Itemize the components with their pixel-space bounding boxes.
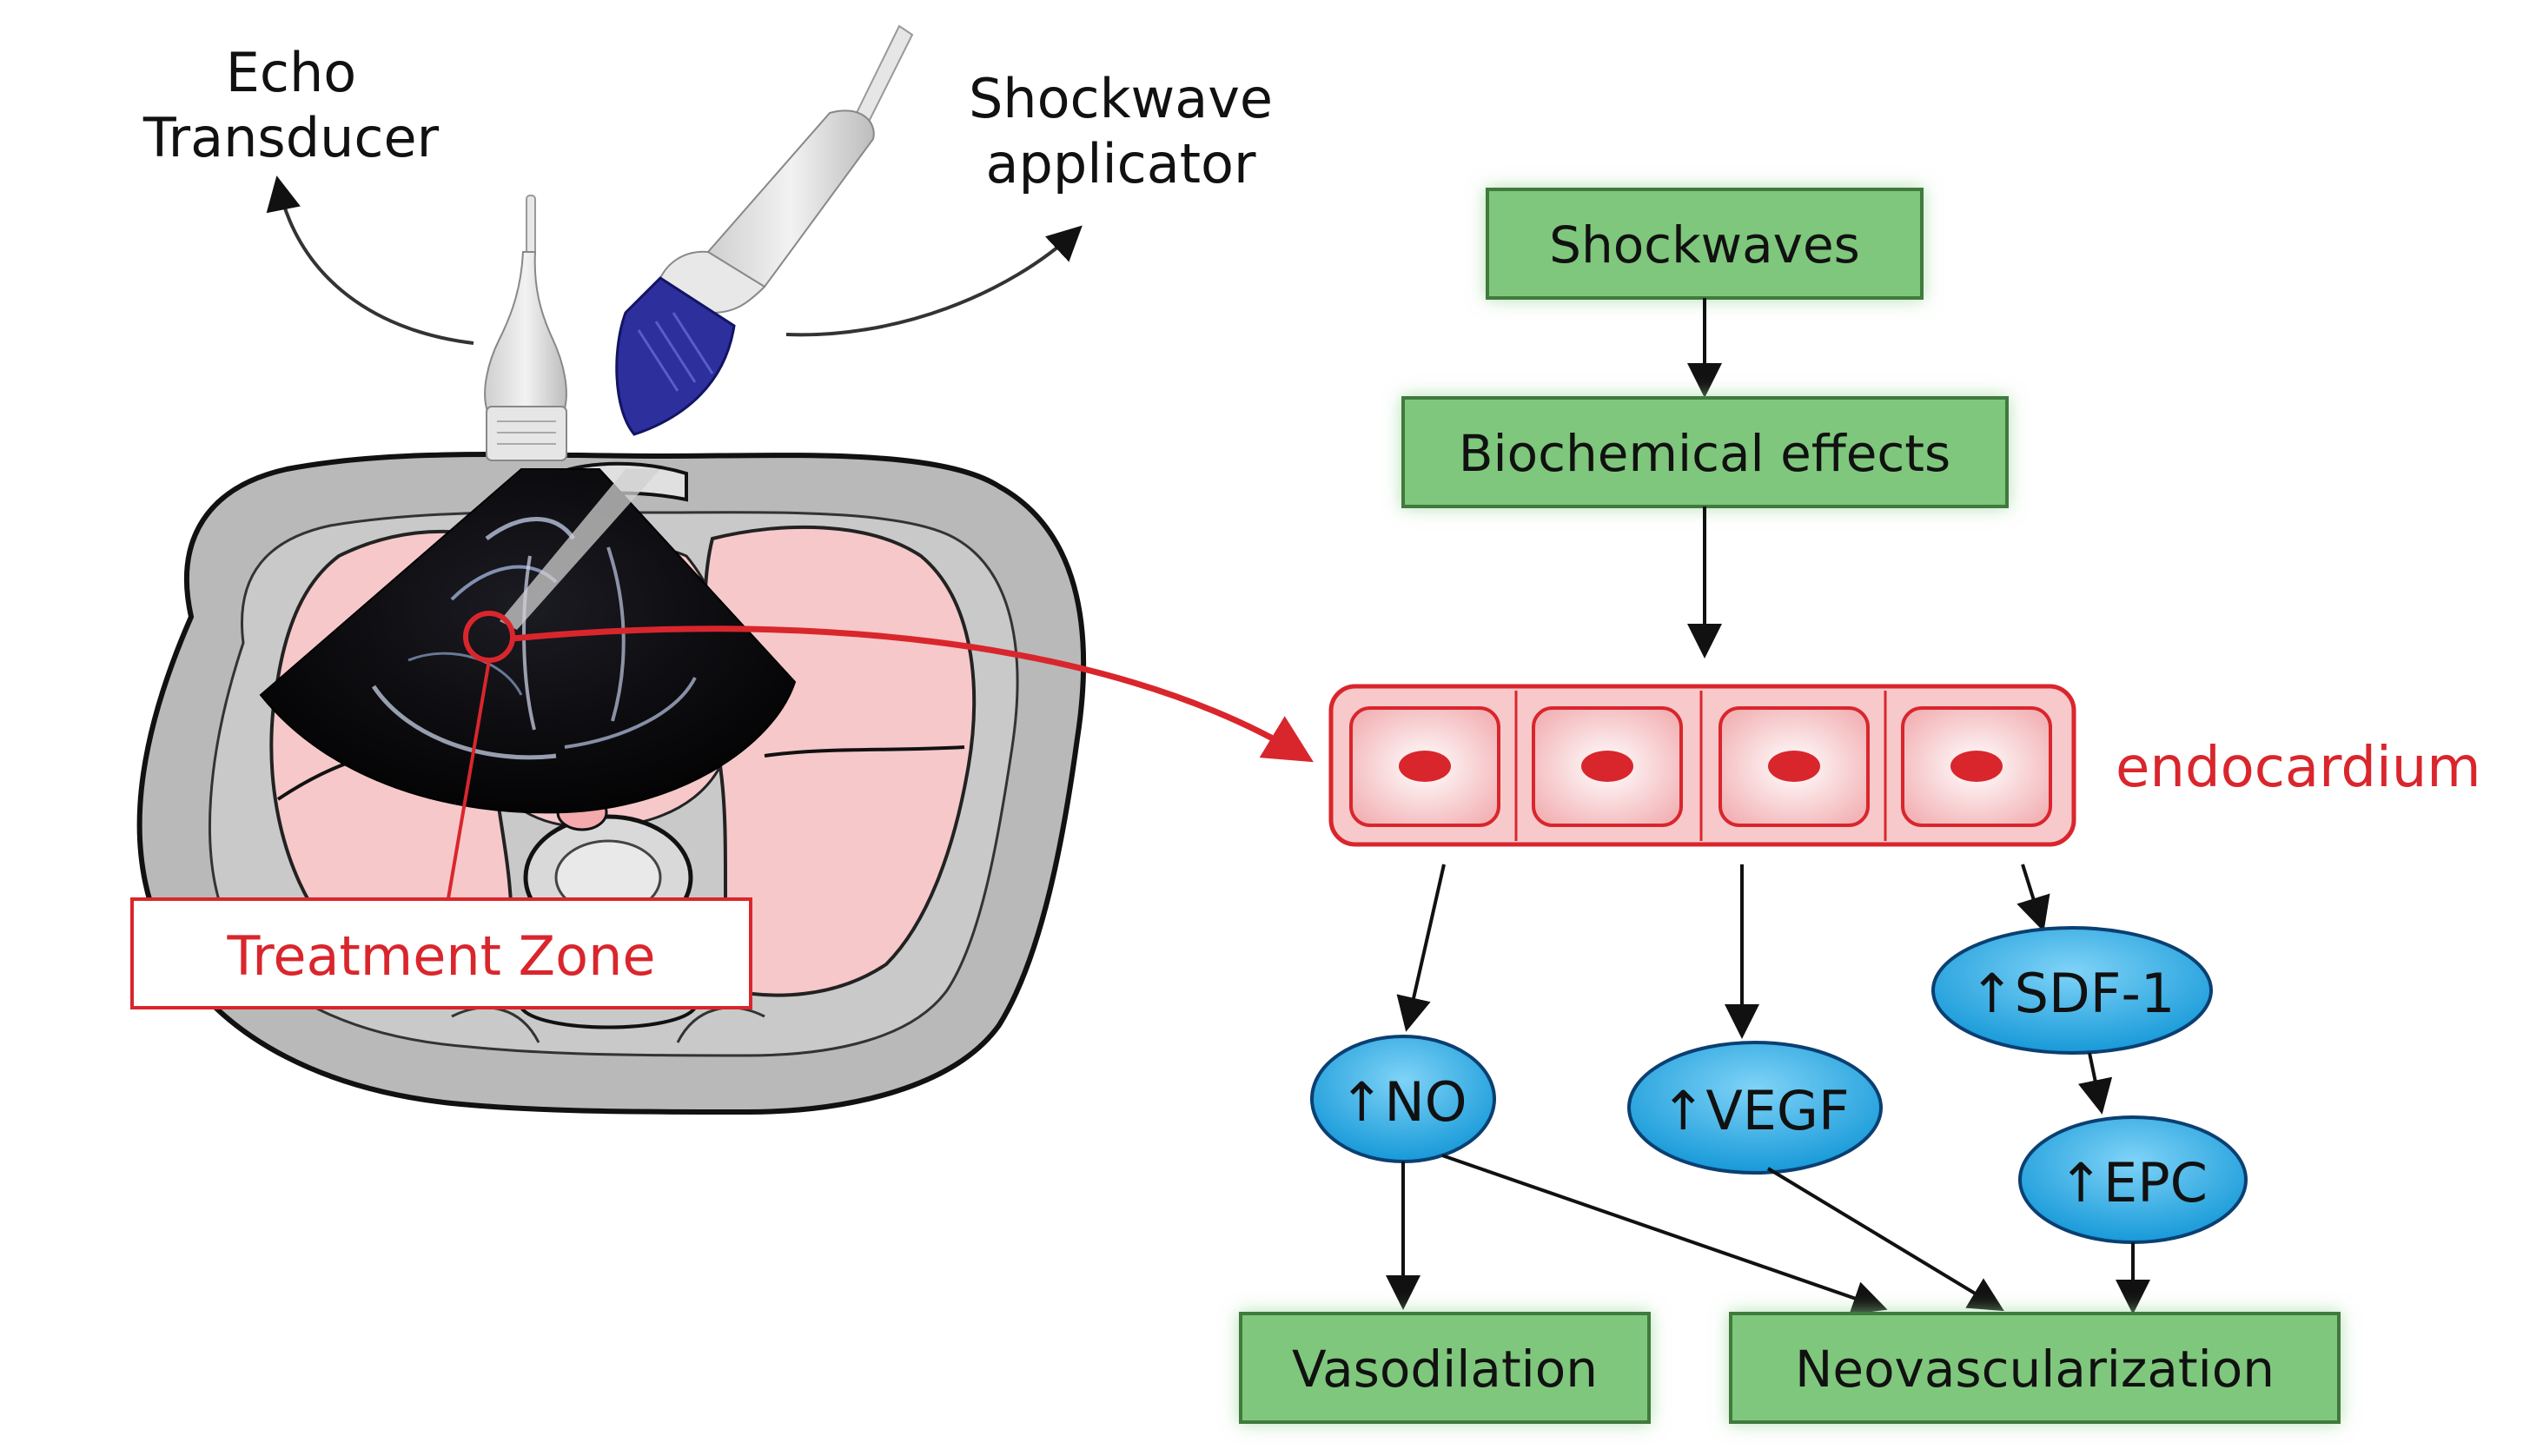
echo-label-line2: Transducer — [142, 106, 440, 169]
treatment-zone-pointer — [446, 659, 491, 904]
vasodilation-box — [1239, 1312, 1651, 1424]
echo-image — [259, 468, 797, 814]
shockwave-label-line1: Shockwave — [969, 67, 1273, 130]
endo-cell — [1719, 706, 1870, 827]
vegf-oval — [1627, 1041, 1883, 1175]
treatment-to-endocardium-arrow — [512, 625, 1314, 763]
shockwave-label-arrow — [785, 225, 1083, 337]
vegf-label: ↑VEGF — [1660, 1079, 1849, 1142]
arrow-sdf1-to-epc — [2077, 1052, 2113, 1115]
treatment-zone-box — [130, 897, 752, 1009]
no-label: ↑NO — [1339, 1070, 1467, 1134]
lung-fissure-right — [764, 745, 965, 758]
shockwave-applicator — [615, 24, 914, 436]
biochemical-effects-box — [1401, 396, 2009, 508]
shockwaves-label: Shockwaves — [1549, 215, 1860, 275]
endo-cell — [1901, 706, 2052, 827]
neovascularization-box — [1729, 1312, 2341, 1424]
neovascularization-label: Neovascularization — [1795, 1340, 2275, 1399]
endocardium-label: endocardium — [2116, 736, 2481, 800]
sdf1-label: ↑SDF-1 — [1970, 962, 2175, 1025]
shockwave-label-line2: applicator — [986, 132, 1256, 195]
epc-label: ↑EPC — [2058, 1151, 2208, 1214]
biochemical-effects-label: Biochemical effects — [1459, 424, 1951, 483]
arrow-no-to-neovascularization — [1441, 1154, 1888, 1315]
arrow-endo-to-sdf1 — [2017, 864, 2050, 932]
echo-label-line1: Echo — [226, 41, 357, 104]
sdf1-oval — [1931, 926, 2213, 1055]
endocardium-cells — [1328, 684, 2076, 847]
vasodilation-label: Vasodilation — [1292, 1340, 1598, 1399]
treatment-zone-label: Treatment Zone — [226, 924, 655, 988]
endo-cell — [1532, 706, 1683, 827]
arrow-endo-to-no — [1396, 864, 1446, 1032]
arrow-vegf-to-neovascularization — [1766, 1167, 2004, 1312]
echo-transducer-probe — [484, 195, 567, 461]
right-lung — [703, 525, 977, 997]
flow-diagram: Shockwaves Biochemical effects — [1239, 188, 2481, 1424]
endo-cell — [1349, 706, 1500, 827]
echo-label-arrow — [266, 175, 474, 345]
